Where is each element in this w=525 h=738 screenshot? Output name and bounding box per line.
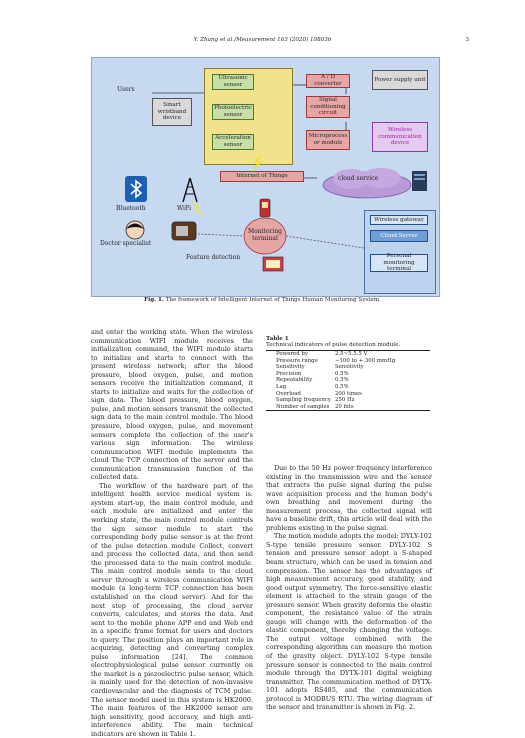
signal-bolt-icon: [190, 200, 206, 216]
wireless-communication-box: Wireless communication device: [372, 122, 428, 152]
table-cell: Powered by: [276, 351, 308, 357]
table-row: Pressure range −100 to + 300 mmHg: [276, 358, 399, 365]
right-paragraph-1: Due to the 50 Hz power frequency interfe…: [266, 464, 432, 532]
monitoring-terminal-label: Monitoring terminal: [247, 228, 283, 242]
journal-reference: Y. Zhang et al./Measurement 163 (2020) 1…: [193, 37, 332, 43]
table-cell: Sensitivity: [276, 364, 305, 371]
figure-caption: Fig. 1. The framework of Intelligent Int…: [0, 297, 525, 303]
running-header: Y. Zhang et al./Measurement 163 (2020) 1…: [0, 37, 525, 47]
cloud-service-icon: [322, 168, 412, 199]
table-row: Precision 0.5%: [276, 371, 399, 378]
table-cell: Number of samples: [276, 403, 330, 410]
feature-detection-label: Feature detection: [186, 254, 241, 261]
left-paragraph-1: and enter the working state. When the wi…: [91, 328, 253, 482]
table-1: Table 1 Technical indicators of pulse de…: [266, 336, 430, 412]
table-cell: Overload: [276, 390, 301, 397]
table-row: Overload 200 times: [276, 391, 399, 398]
table-body: Powered by 2.5~5.5.5 V Pressure range −100…: [276, 351, 399, 410]
table-bottom-rule: [266, 410, 430, 412]
table-cell: 0.5%: [334, 377, 349, 384]
table-cell: Lag: [276, 383, 287, 390]
wireless-gateway-box: Wireless gateway: [370, 215, 428, 225]
microprocessor-box: Microprocess or module: [306, 130, 350, 150]
table-label: Table 1: [266, 336, 289, 342]
table-cell: −100 to + 300 mmHg: [334, 357, 396, 364]
cloud-server-box: Cloud Server: [370, 230, 428, 242]
table-cell: 20 bits: [334, 403, 354, 410]
table-cell: Pressure range: [276, 357, 318, 364]
device-icon: [171, 221, 197, 241]
table-row: Powered by 2.5~5.5.5 V: [276, 351, 399, 358]
cloud-service-label: cloud service: [338, 175, 379, 182]
table-row: Sensitivity Sensitivity: [276, 364, 399, 371]
table-cell: Sensitivity: [334, 364, 364, 371]
table-cell: 250 Hz: [334, 397, 355, 404]
doctor-icon: [125, 220, 145, 240]
right-column: Due to the 50 Hz power frequency interfe…: [266, 464, 432, 712]
figure-caption-text: The framework of Intelligent Internet of…: [165, 297, 381, 303]
table-row: Lag 0.5%: [276, 384, 399, 391]
table-title: Technical indicators of pulse detection …: [266, 342, 401, 348]
right-paragraph-2: The motion module adopts the model: DYLY…: [266, 532, 432, 712]
ad-converter-box: A / D converter: [306, 74, 350, 88]
power-supply-box: Power supply unit: [372, 70, 428, 90]
table-row: Number of samples 20 bits: [276, 404, 399, 411]
internet-of-things-box: Internet of Things: [220, 171, 304, 182]
monitoring-terminal-circle: [243, 217, 287, 255]
bluetooth-icon: [125, 176, 147, 202]
table-cell: Repeatability: [276, 377, 313, 384]
users-label: Users: [117, 86, 135, 93]
left-column: and enter the working state. When the wi…: [91, 328, 253, 738]
table-cell: 200 times: [334, 390, 362, 397]
table-row: Repeatability 0.5%: [276, 377, 399, 384]
figure-caption-label: Fig. 1.: [144, 297, 164, 303]
personal-monitoring-box: Personal monitoring terminal: [370, 253, 428, 272]
doctor-specialist-label: Doctor specialist: [100, 240, 152, 247]
signal-bolt-icon-2: [252, 154, 262, 172]
bluetooth-label: Bluetooth: [116, 205, 146, 212]
table-cell: 0.5%: [334, 370, 349, 377]
table-cell: 0.5%: [334, 383, 349, 390]
monitor-icon: [262, 256, 284, 272]
acceleration-sensor-box: Acceleration sensor: [212, 134, 254, 150]
wifi-tower-icon: [182, 177, 198, 203]
phone-icon: [259, 198, 271, 218]
table-cell: Precision: [276, 370, 302, 377]
table-top-rule: [266, 350, 430, 351]
page-number: 3: [465, 37, 469, 43]
signal-conditioning-box: Signal conditioning circuit: [306, 96, 350, 118]
figure-1-diagram: Users Smart wristband device Ultrasonic …: [91, 57, 440, 297]
wifi-label: WiFi: [177, 205, 192, 212]
table-cell: 2.5~5.5.5 V: [334, 351, 368, 357]
table-cell: Sampling frequency: [276, 397, 331, 404]
smart-wristband-box: Smart wristband device: [152, 98, 192, 126]
ultrasonic-sensor-box: Ultrasonic sensor: [212, 74, 254, 90]
photoelectric-sensor-box: Photoelectric sensor: [212, 104, 254, 120]
server-icon: [412, 171, 427, 191]
